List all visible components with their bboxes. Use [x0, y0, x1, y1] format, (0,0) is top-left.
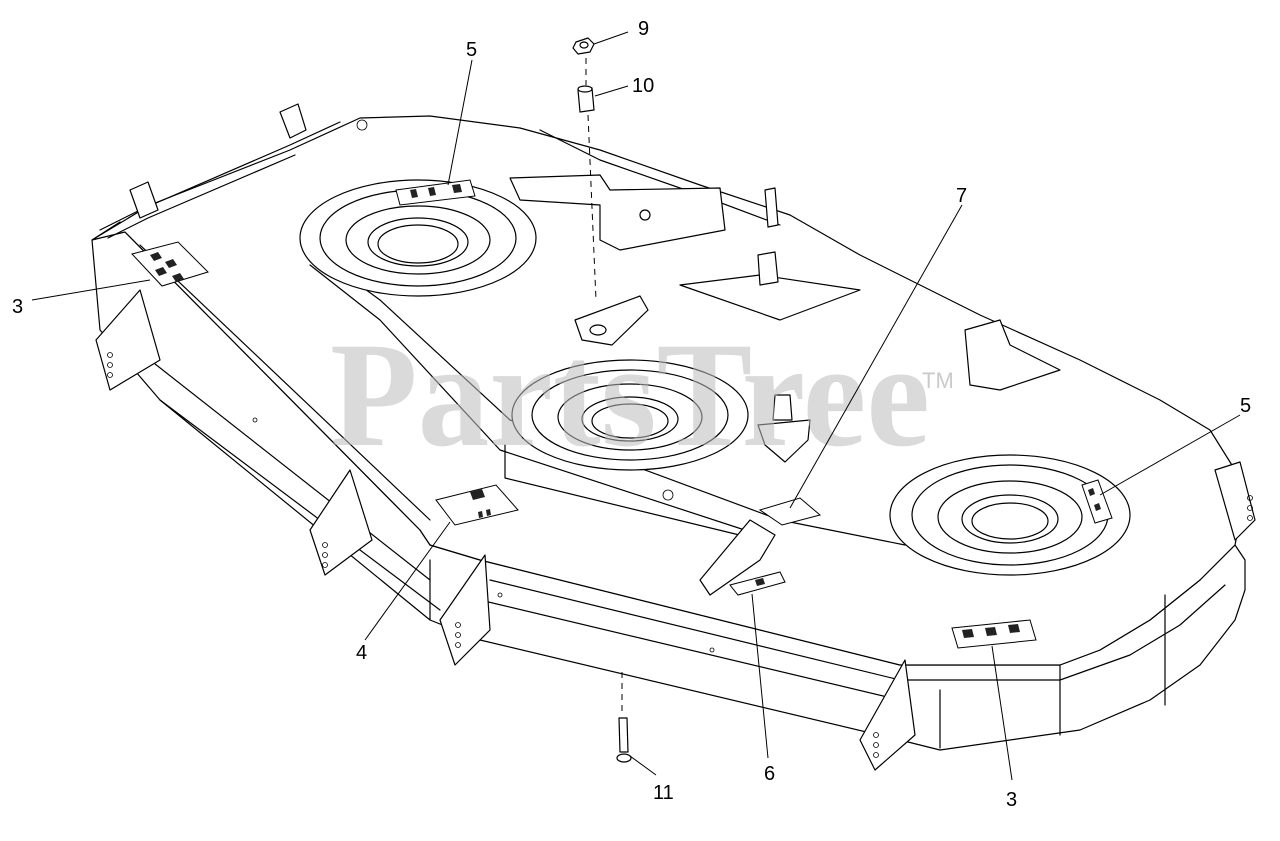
leader-11 [629, 755, 657, 776]
callout-11: 11 [653, 782, 674, 804]
deck-brackets [95, 103, 1256, 771]
leader-9 [593, 31, 629, 45]
watermark-text: PartsTree [330, 312, 930, 478]
spindle-right [889, 454, 1131, 576]
decal-4 [435, 484, 519, 526]
decal-3-right [951, 619, 1037, 649]
hardware-nut-9 [572, 37, 595, 55]
decal-5-left [395, 179, 476, 206]
decal-6 [729, 571, 786, 596]
hardware-spacer-10 [577, 85, 595, 113]
callout-5: 5 [466, 39, 477, 61]
assembly-axis-upper [585, 58, 597, 301]
decal-3-left [131, 241, 209, 287]
callout-3: 3 [12, 296, 23, 318]
leader-10 [594, 85, 629, 97]
hardware-bolt-11 [616, 717, 632, 763]
decal-7 [758, 497, 822, 526]
spindle-center [511, 359, 749, 471]
watermark-trademark: TM [922, 368, 954, 393]
leader-6 [751, 593, 769, 759]
spindle-left [299, 179, 537, 297]
leader-3b [991, 645, 1013, 781]
callout-10: 10 [632, 75, 654, 97]
leader-lines [31, 31, 1241, 781]
callout-4: 4 [356, 642, 367, 664]
leader-3a [31, 279, 151, 301]
leader-5b [1099, 414, 1241, 496]
leader-5a [447, 59, 473, 186]
callout-9: 9 [638, 18, 649, 40]
callout-5: 5 [1240, 395, 1251, 417]
leader-4 [364, 521, 451, 641]
leader-7 [789, 204, 963, 509]
decal-5-right [1081, 479, 1113, 524]
callout-3: 3 [1006, 789, 1017, 811]
callout-6: 6 [764, 763, 775, 785]
callout-7: 7 [956, 185, 967, 207]
